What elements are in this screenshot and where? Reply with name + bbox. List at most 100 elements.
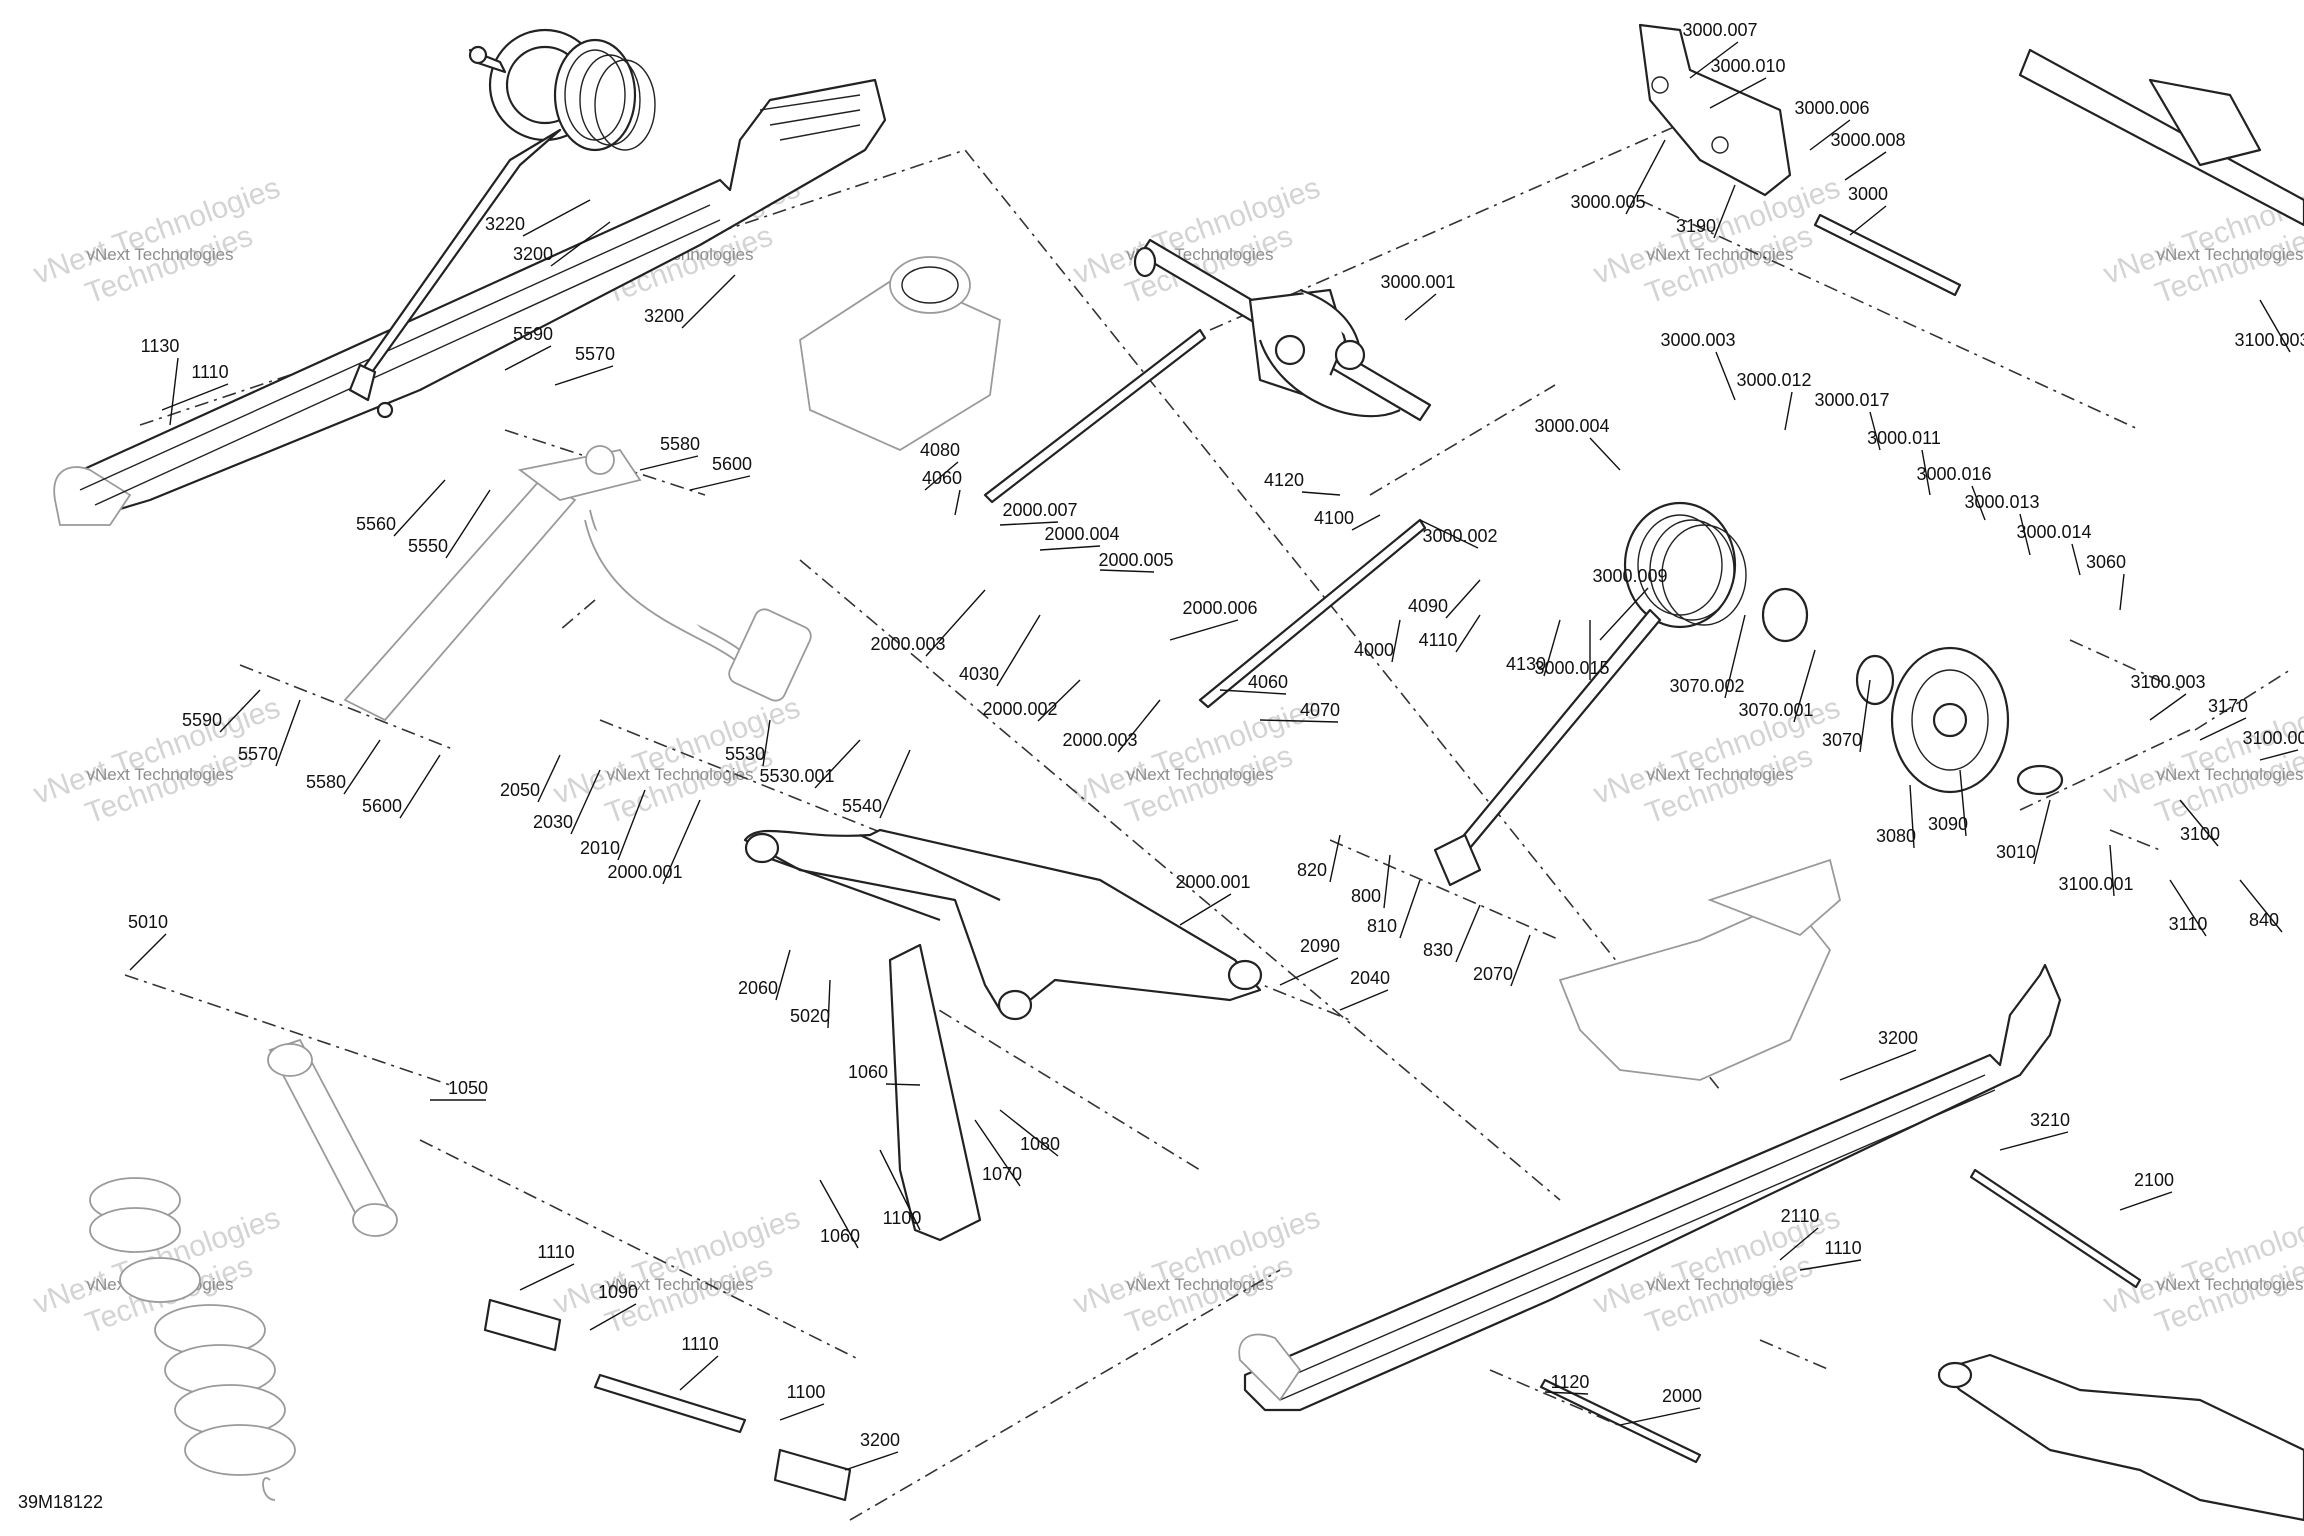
front-shock-and-spring (89, 1038, 398, 1501)
callout-leader (2071, 543, 2081, 576)
watermark-caption: vNext Technologies (2156, 1275, 2303, 1294)
callout-leader (2169, 879, 2207, 937)
callout-leader (2179, 799, 2219, 847)
idler-wheel (1761, 587, 2064, 796)
callout-label: 4070 (1300, 700, 1340, 720)
callout-label: 3000.010 (1710, 56, 1785, 76)
callout-leader (2199, 717, 2247, 741)
callout-label: 1110 (681, 1334, 718, 1354)
callout-leader (681, 274, 736, 329)
callout-label: 2070 (1473, 964, 1513, 984)
callout-leader (924, 461, 959, 491)
callout-label: 3210 (2030, 1110, 2070, 1130)
drive-housing-top (799, 256, 1001, 452)
callout-leader (2019, 513, 2031, 556)
callout-leader (275, 699, 301, 767)
callout-leader (1445, 579, 1481, 619)
callout-label: 3000.004 (1534, 416, 1609, 436)
callout-leader (1169, 619, 1239, 641)
callout-leader (393, 479, 446, 537)
callout-label: 3200 (644, 306, 684, 326)
drive-housing-lower (1558, 858, 1842, 1081)
callout-leader (974, 1119, 1021, 1187)
callout-label: 820 (1297, 860, 1327, 880)
callout-leader (1713, 184, 1736, 239)
callout-leader (169, 357, 179, 426)
callout-leader (504, 345, 552, 371)
callout-label: 3110 (2169, 914, 2208, 934)
callout-label: 4090 (1408, 596, 1448, 616)
callout-leader (689, 475, 751, 491)
callout-label: 1100 (883, 1208, 922, 1228)
watermark-caption: vNext Technologies (606, 765, 753, 784)
watermark-caption: vNext Technologies (1646, 765, 1793, 784)
callout-leader (999, 521, 1059, 526)
callout-leader (1959, 769, 1967, 837)
callout-label: 3010 (1996, 842, 2036, 862)
callout-label: 2000.002 (982, 699, 1057, 719)
callout-leader (1599, 587, 1649, 641)
callout-leader (1543, 619, 1561, 677)
callout-label: 4080 (920, 440, 960, 460)
callout-label: 3000.001 (1380, 272, 1455, 292)
callout-label: 1120 (1551, 1372, 1590, 1392)
watermark-caption: vNext Technologies (86, 765, 233, 784)
callout-label: 2000.001 (607, 862, 682, 882)
callout-leader (1859, 679, 1871, 753)
callout-label: 1070 (982, 1164, 1022, 1184)
callout-label: 2060 (738, 978, 778, 998)
callout-label: 4060 (1248, 672, 1288, 692)
callout-leader (1329, 834, 1341, 883)
callout-leader (1339, 989, 1389, 1011)
callout-label: 2000.003 (1062, 730, 1137, 750)
callout-leader (999, 1109, 1059, 1157)
top-right-bracket (1638, 23, 1962, 297)
callout-leader (819, 1179, 859, 1249)
callout-label: 2000.005 (1098, 550, 1173, 570)
rear-shaft-top-right (2018, 48, 2304, 227)
callout-leader (1849, 205, 1887, 236)
callout-label: 1130 (141, 336, 180, 356)
callout-leader (779, 1403, 825, 1421)
callout-leader (996, 614, 1041, 687)
callout-label: 4060 (922, 468, 962, 488)
watermark-caption: vNext Technologies (86, 245, 233, 264)
callout-label: 1110 (1824, 1238, 1861, 1258)
front-arm-bottom-right (1937, 1353, 2304, 1522)
watermark-caption: vNext Technologies (1646, 245, 1793, 264)
callout-leader (679, 1355, 719, 1391)
callout-leader (1689, 41, 1739, 79)
callout-leader (1619, 1407, 1701, 1426)
callout-label: 2050 (500, 780, 540, 800)
callout-label: 2030 (533, 812, 573, 832)
callout-label: 840 (2249, 910, 2279, 930)
callout-label: 5540 (842, 796, 882, 816)
callout-leader (879, 1149, 921, 1231)
callout-leader (1039, 545, 1101, 551)
callout-leader (343, 739, 381, 795)
callout-label: 3070.001 (1738, 700, 1813, 720)
callout-leader (2239, 879, 2283, 933)
callout-leader (1839, 1049, 1917, 1081)
callout-leader (1399, 879, 1421, 939)
right-slide-rail-bottom (1238, 963, 2062, 1412)
callout-leader (1809, 119, 1851, 151)
callout-label: 5530.001 (759, 766, 834, 786)
callout-label: 3200 (860, 1430, 900, 1450)
callout-label: 3100.003 (2234, 330, 2304, 350)
callout-label: 3000.015 (1534, 658, 1609, 678)
callout-label: 5010 (128, 912, 168, 932)
callout-label: 5590 (182, 710, 222, 730)
callout-label: 1060 (848, 1062, 888, 1082)
callout-leader (1099, 569, 1155, 573)
callout-leader (814, 739, 861, 789)
callout-leader (762, 719, 771, 767)
callout-leader (1455, 904, 1481, 963)
callout-leader (879, 749, 911, 819)
callout-label: 5550 (408, 536, 448, 556)
watermark-caption: vNext Technologies (1126, 1275, 1273, 1294)
callout-leader (775, 949, 791, 1001)
watermark-caption: vNext Technologies (2156, 765, 2303, 784)
callout-label: 3090 (1928, 814, 1968, 834)
